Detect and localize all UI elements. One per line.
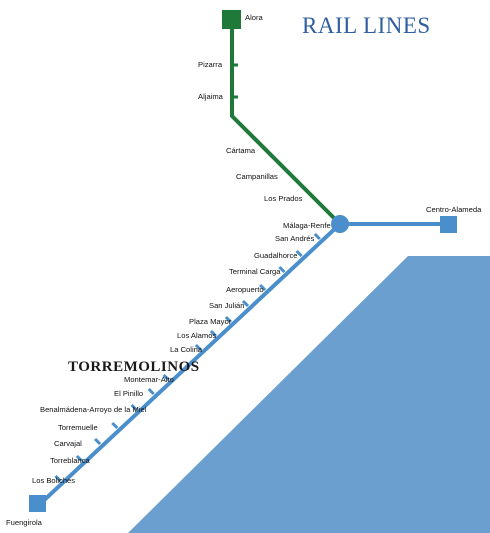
station-tick-los-alamos [209,329,217,338]
station-label-montemar-alto: Montemar-Alto [124,375,174,384]
station-tick-torreblanca [75,454,83,463]
green-line [230,20,342,226]
station-tick-aeropuerto [259,283,267,292]
map-title: RAIL LINES [302,13,431,38]
station-tick-campanillas [281,165,291,175]
station-label-cartama: Cártama [226,146,256,155]
centro-alameda-terminal [440,216,457,233]
station-label-pizarra: Pizarra [198,60,223,69]
blue-line [38,222,342,506]
station-tick-terminal-carga [278,265,286,274]
station-tick-benalm-dena-arroyo-de-la-miel [130,403,138,412]
station-label-fuengirola: Fuengirola [6,518,43,527]
alora-terminal [222,10,241,29]
station-label-los-alamos: Los Alamos [177,331,216,340]
station-label-alora: Alora [245,13,264,22]
station-tick-guadalhorce [295,249,303,258]
station-label-aeropuerto: Aeropuerto [226,285,264,294]
station-tick-san-juli-n [241,299,250,308]
station-label-campanillas: Campanillas [236,172,278,181]
station-label-los-prados: Los Prados [264,194,303,203]
station-label-la-colina: La Colina [170,345,203,354]
station-tick-montemar-alto [162,373,170,382]
station-tick-san-andr-s [313,232,321,241]
station-label-guadalhorce: Guadalhorce [254,251,297,260]
station-tick-el-pinillo [147,387,155,396]
station-label-el-pinillo: El Pinillo [114,389,143,398]
station-tick-la-colina [194,343,202,352]
station-tick-torremuelle [111,421,119,430]
station-tick-plaza-mayor [224,315,232,324]
station-label-san-julian: San Julián [209,301,244,310]
station-tick-carvajal [94,437,102,446]
station-tick-los-boliches [54,474,62,483]
station-label-terminal-carga: Terminal Carga [229,267,281,276]
station-tick-los-prados [304,188,314,198]
station-label-los-boliches: Los Boliches [32,476,75,485]
station-label-aljaima: Aljaima [198,92,224,101]
station-label-malaga-renfe: Málaga-Renfe [283,221,331,230]
sea-area [128,256,490,533]
station-label-san-andres: San Andrés [275,234,314,243]
station-tick-cartama [254,138,264,148]
station-label-torremuelle: Torremuelle [58,423,98,432]
station-label-plaza-mayor: Plaza Mayor [189,317,232,326]
station-label-carvajal: Carvajal [54,439,82,448]
station-label-benalmadena: Benalmádena-Arroyo de la Miel [40,405,147,414]
station-label-torreblanca: Torreblanca [50,456,90,465]
town-label-torremolinos: TORREMOLINOS [68,359,200,375]
malaga-renfe-hub [331,215,349,233]
station-label-centro-alameda: Centro-Alameda [426,205,482,214]
blue-station-ticks [54,232,321,483]
fuengirola-terminal [29,495,46,512]
